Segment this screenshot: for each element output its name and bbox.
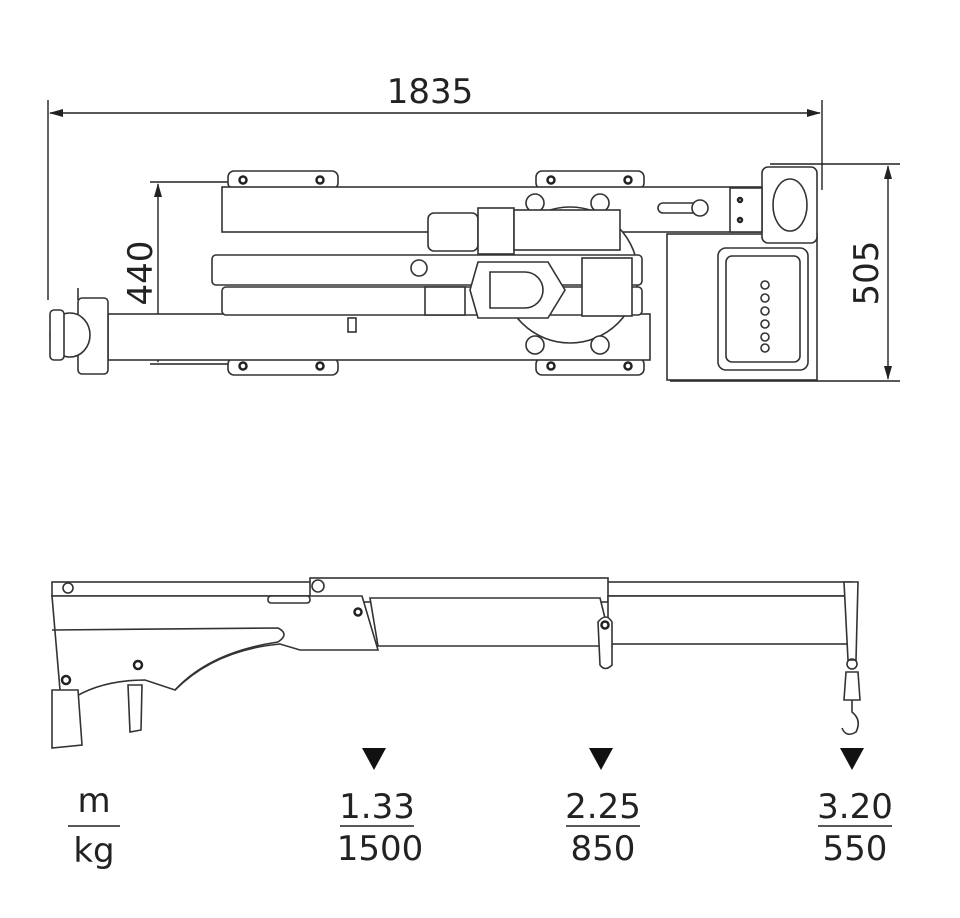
front-clamp xyxy=(49,288,109,375)
motor xyxy=(427,212,479,252)
load-marker-2 xyxy=(589,748,613,770)
reach-value: 1.33 xyxy=(339,787,415,827)
reach-value: 2.25 xyxy=(565,787,641,827)
boom-section-2-body xyxy=(369,597,614,647)
mast-leg xyxy=(51,689,83,749)
overall-width-label: 505 xyxy=(847,241,887,306)
load-point-1: 1.33 1500 xyxy=(337,787,424,869)
side-view: m kg 1.33 1500 2.25 850 3.20 550 xyxy=(51,577,893,871)
control-box xyxy=(717,247,809,371)
tracks xyxy=(227,170,645,376)
link-plate xyxy=(597,616,613,670)
hook xyxy=(841,581,861,736)
boom-base xyxy=(51,595,380,702)
unit-load: kg xyxy=(73,831,114,871)
mast-support xyxy=(127,684,143,733)
dimension-overall-length: 1835 xyxy=(47,72,823,300)
top-view: 1835 440 505 xyxy=(47,72,900,382)
unit-reach: m xyxy=(77,781,110,821)
load-value: 1500 xyxy=(337,829,424,869)
load-marker-3 xyxy=(840,748,864,770)
dimension-track-width: 440 xyxy=(121,181,240,365)
rear-frame xyxy=(666,233,818,381)
load-point-3: 3.20 550 xyxy=(817,787,893,869)
boom-section-3 xyxy=(607,595,855,645)
valve xyxy=(477,207,515,255)
reach-value: 3.20 xyxy=(817,787,893,827)
load-marker-1 xyxy=(362,748,386,770)
overall-length-label: 1835 xyxy=(387,72,474,112)
load-value: 850 xyxy=(571,829,636,869)
load-value: 550 xyxy=(823,829,888,869)
rear-clamp xyxy=(657,166,818,244)
track-width-label: 440 xyxy=(121,241,161,306)
boom-top-view xyxy=(211,254,643,333)
dimension-overall-width: 505 xyxy=(670,163,900,382)
turret-plate xyxy=(513,209,621,251)
load-point-2: 2.25 850 xyxy=(565,787,641,869)
